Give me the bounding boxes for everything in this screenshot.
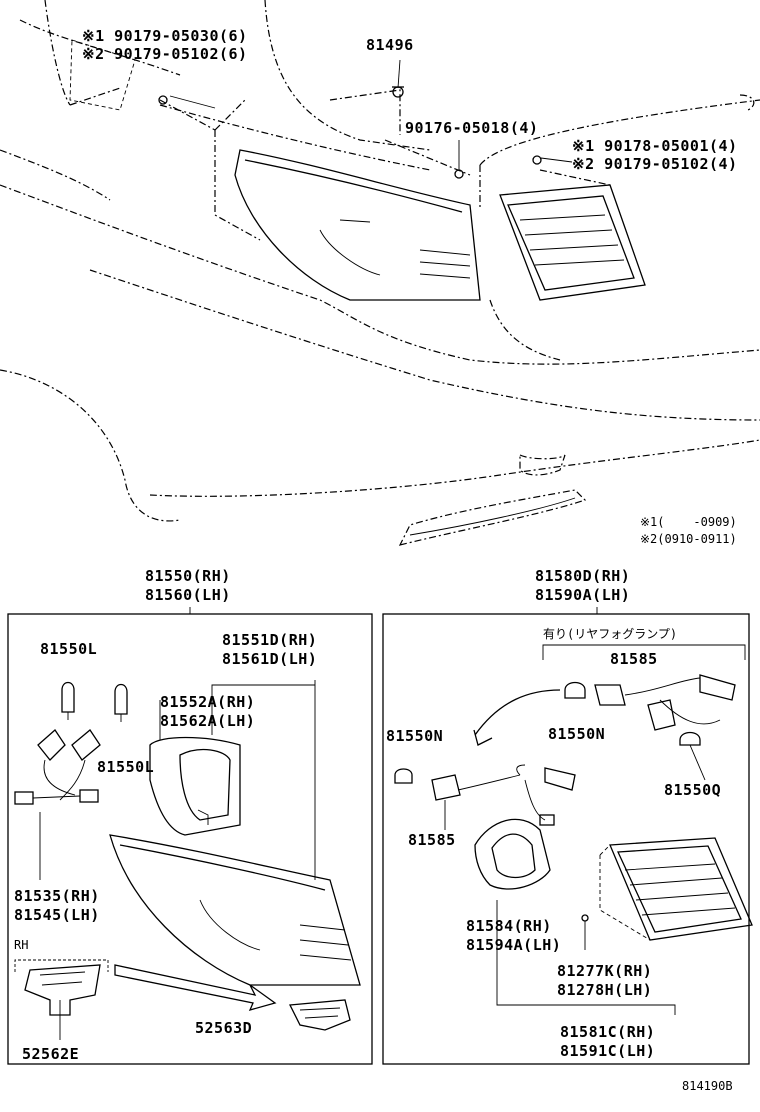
diagram-id: 814190B [682, 1079, 733, 1093]
callout-bulb-81550l-b[interactable]: 81550L [97, 758, 155, 776]
callout-screw-lh[interactable]: 81278H(LH) [557, 981, 653, 999]
callout-socket-rh[interactable]: 81535(RH) [14, 887, 100, 905]
installed-rear-lamp [499, 184, 646, 301]
callout-lens-lh[interactable]: 81561D(LH) [222, 650, 318, 668]
callout-lamp-lh[interactable]: 81591C(LH) [560, 1042, 656, 1060]
right-panel-parts [394, 644, 753, 1015]
callout-bulb-81550q[interactable]: 81550Q [664, 781, 722, 799]
callout-m2-nut[interactable]: ※2 90179-05102(4) [572, 155, 738, 173]
callout-bracket-52562e[interactable]: 52562E [22, 1045, 80, 1063]
callout-gasket-right-rh[interactable]: 81584(RH) [466, 917, 552, 935]
callout-socket-81585-left[interactable]: 81585 [408, 831, 456, 849]
left-panel-parts [14, 680, 361, 1040]
right-title-lh[interactable]: 81590A(LH) [535, 586, 631, 604]
callout-socket-lh[interactable]: 81545(LH) [14, 906, 100, 924]
callout-bulb-81550n-right[interactable]: 81550N [548, 725, 606, 743]
legend-m2-range: ※2(0910-0911) [640, 532, 737, 546]
callout-m1-bolt[interactable]: ※1 90179-05030(6) [82, 27, 248, 45]
callout-clip[interactable]: 81496 [366, 36, 414, 54]
callout-lamp-rh[interactable]: 81581C(RH) [560, 1023, 656, 1041]
left-title-lh[interactable]: 81560(LH) [145, 586, 231, 604]
callout-bracket-52563d[interactable]: 52563D [195, 1019, 253, 1037]
rear-fog-note: 有り(リヤフォグランプ) [543, 627, 678, 641]
callout-screw-rh[interactable]: 81277K(RH) [557, 962, 653, 980]
panel-frames [7, 607, 750, 1065]
legend-m1-range: ※1( -0909) [640, 515, 737, 529]
installed-tail-lamp [234, 149, 481, 301]
left-title-rh[interactable]: 81550(RH) [145, 567, 231, 585]
callout-bulb-81550l-a[interactable]: 81550L [40, 640, 98, 658]
callout-lens-rh[interactable]: 81551D(RH) [222, 631, 318, 649]
callout-m2-bolt[interactable]: ※2 90179-05102(6) [82, 45, 248, 63]
rh-note: RH [14, 938, 29, 952]
callout-nut-4[interactable]: 90176-05018(4) [405, 119, 539, 137]
callout-socket-81585-top[interactable]: 81585 [610, 650, 658, 668]
right-title-rh[interactable]: 81580D(RH) [535, 567, 631, 585]
callout-bulb-81550n-left[interactable]: 81550N [386, 727, 444, 745]
fasteners-top [69, 39, 573, 179]
callout-gasket-lh[interactable]: 81562A(LH) [160, 712, 256, 730]
vehicle-body-outline [0, 0, 760, 546]
callout-gasket-rh[interactable]: 81552A(RH) [160, 693, 256, 711]
callout-gasket-right-lh[interactable]: 81594A(LH) [466, 936, 562, 954]
callout-m1-nut[interactable]: ※1 90178-05001(4) [572, 137, 738, 155]
